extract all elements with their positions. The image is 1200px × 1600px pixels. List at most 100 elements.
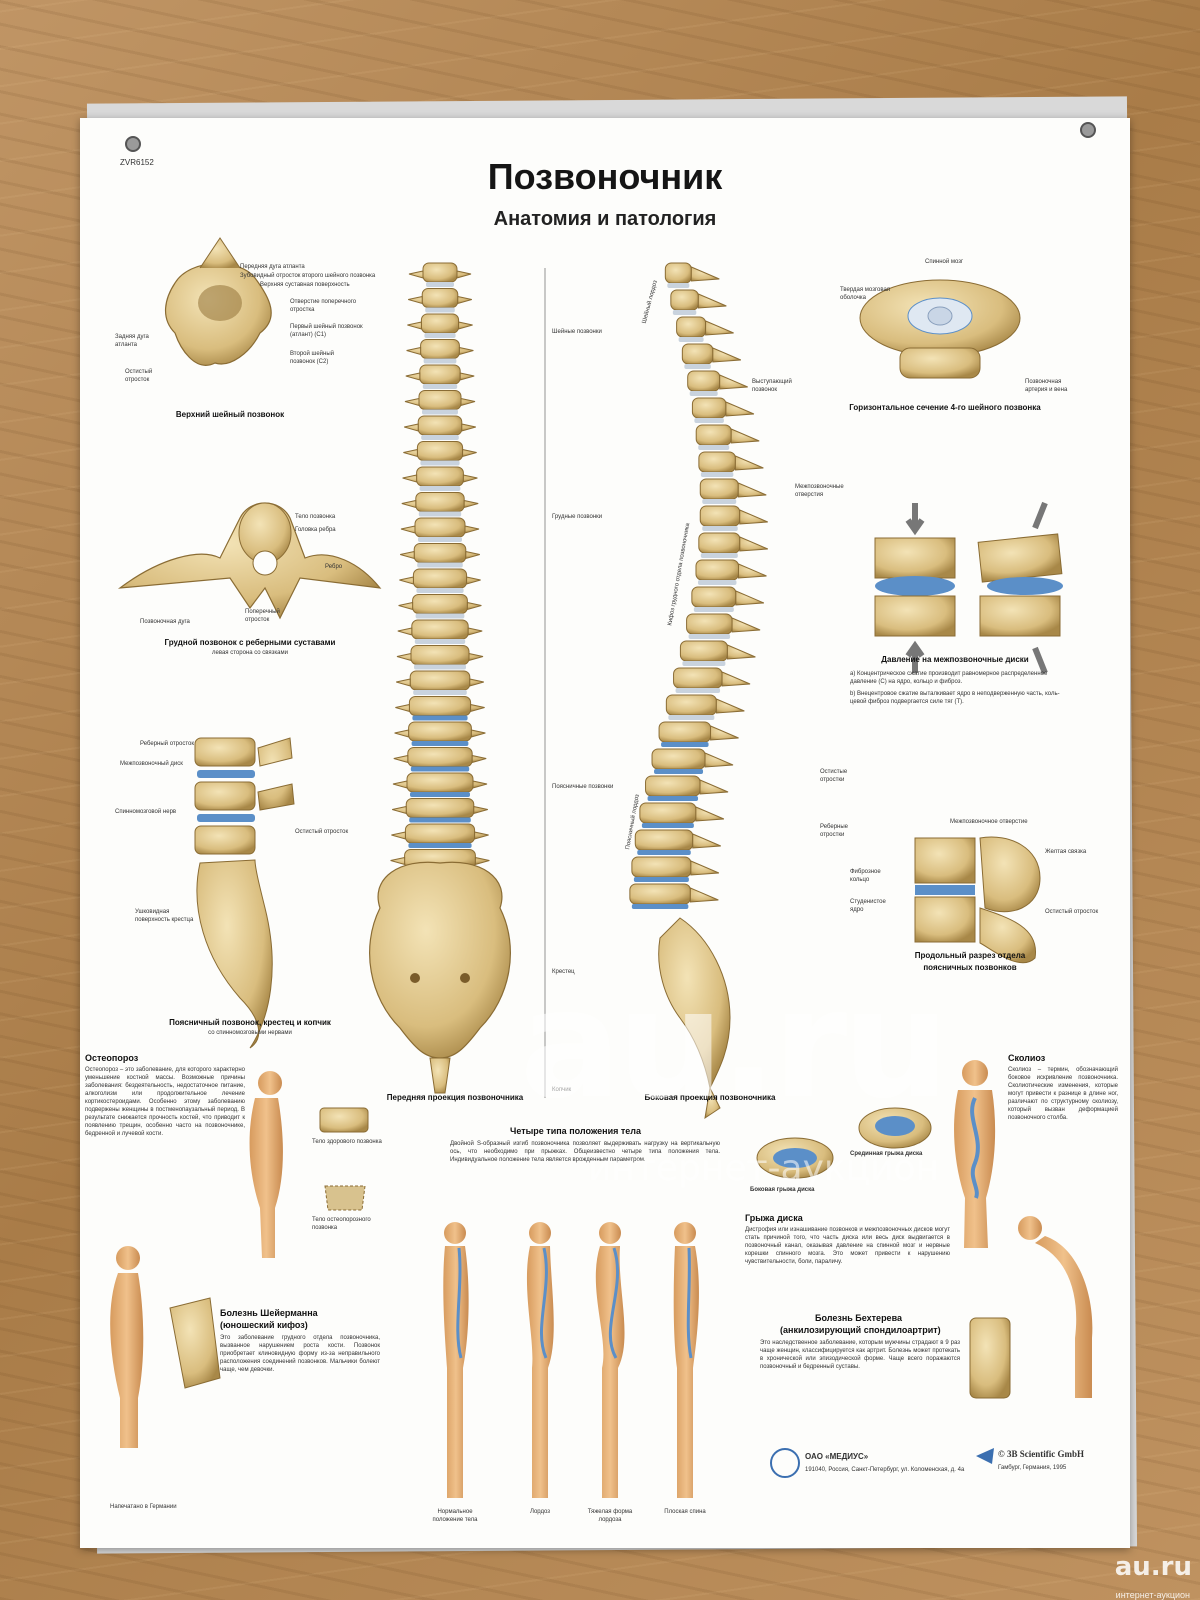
posture-spine [456, 1247, 463, 1359]
caption-cervical: Верхний шейный позвонок [175, 410, 285, 419]
front-vertebra [410, 645, 470, 665]
side-vertebra [698, 532, 741, 554]
label-f5: Копчик [552, 1087, 572, 1093]
caption-lumbar-sub: со спинномозговыми нервами [208, 1030, 292, 1036]
front-vertebra [422, 262, 458, 283]
side-disc [684, 364, 711, 369]
hernia-text: Дистрофия или изнашивание позвонков и ме… [745, 1227, 950, 1265]
label-d3: Остистый отросток [1045, 909, 1099, 915]
front-process [396, 652, 484, 662]
poster-code: ZVR6152 [120, 158, 154, 167]
label-t5: Позвоночная дуга [140, 619, 190, 625]
label-t2: Головка ребра [295, 527, 336, 533]
posture-spine [686, 1247, 693, 1359]
front-disc [412, 715, 468, 721]
side-disc [675, 688, 721, 693]
caption-side: Боковая проекция позвоночника [644, 1093, 776, 1102]
caption-longitudinal-2: поясничных позвонков [923, 963, 1017, 972]
front-disc [420, 460, 460, 466]
label-c3: Верхняя суставная поверхность [260, 282, 350, 288]
scheuermann-title-1: Болезнь Шейерманна [220, 1308, 318, 1318]
side-disc [688, 634, 731, 639]
front-process [392, 805, 488, 815]
side-disc [689, 391, 718, 396]
caption-longitudinal-1: Продольный разрез отдела [914, 951, 1026, 960]
side-process [690, 266, 720, 282]
cervical-section [859, 279, 1021, 379]
posture-figures [443, 1222, 699, 1498]
front-process [404, 397, 476, 407]
posture-body [595, 1246, 625, 1498]
front-process [398, 601, 482, 611]
label-l1: Реберный отросток [140, 741, 194, 747]
front-process [395, 703, 485, 713]
side-vertebra [686, 613, 733, 635]
front-disc [414, 664, 466, 670]
side-disc [631, 904, 689, 909]
osteoporosis-title: Остеопороз [85, 1053, 139, 1063]
side-disc [637, 850, 691, 855]
osteo-vertebra-label: Тело остеопорозного позвонка [312, 1217, 371, 1231]
label-l2: Межпозвоночный диск [120, 761, 183, 767]
side-process [730, 428, 760, 444]
hernia-title: Грыжа диска [745, 1213, 803, 1223]
poster-title: Позвоночник [487, 156, 723, 197]
side-process [719, 374, 748, 390]
label-t3: Ребро [325, 564, 343, 570]
front-disc [418, 537, 462, 542]
label-s6: Остистые отростки [820, 769, 848, 783]
side-disc [678, 337, 704, 342]
label-l4: Остистый отросток [295, 829, 349, 835]
front-vertebra [412, 594, 468, 614]
side-process [725, 401, 755, 417]
side-disc [693, 607, 734, 612]
front-process [393, 754, 487, 764]
front-disc [421, 435, 459, 440]
bechterew-title-1: Болезнь Бехтерева [815, 1313, 902, 1323]
label-c7: Задняя дуга атланта [115, 334, 149, 348]
label-l3: Спинномозговой нерв [115, 809, 177, 815]
side-disc [667, 283, 690, 288]
side-vertebra [665, 694, 717, 716]
side-process [704, 752, 734, 768]
side-process [689, 887, 719, 903]
front-disc [422, 409, 458, 415]
side-vertebra [699, 505, 741, 527]
front-vertebra [404, 823, 476, 844]
front-process [396, 678, 484, 687]
front-vertebra [420, 313, 460, 334]
front-disc [425, 307, 455, 313]
front-vertebra [407, 747, 473, 767]
side-process [737, 482, 767, 498]
side-disc [698, 445, 730, 450]
side-process [726, 644, 756, 660]
posture-head [529, 1222, 551, 1244]
side-disc [694, 418, 724, 423]
publisher-name: ОАО «МЕДИУС» [805, 1452, 869, 1461]
osteoporosis-figure [249, 1071, 369, 1258]
side-vertebra [673, 667, 723, 689]
side-vertebra [691, 586, 737, 608]
posture-body [526, 1246, 554, 1498]
side-vertebra [699, 478, 739, 500]
side-disc [647, 796, 699, 801]
front-disc [416, 588, 464, 593]
publisher-logo-icon [770, 1448, 994, 1478]
bechterew-figure [969, 1216, 1093, 1399]
grommet-left-icon [125, 136, 141, 152]
front-process [401, 499, 479, 509]
side-vertebra [658, 721, 712, 743]
side-disc [702, 499, 737, 504]
front-disc [414, 639, 466, 644]
front-process [403, 448, 477, 458]
publisher-address: 191040, Россия, Санкт-Петербург, ул. Кол… [805, 1467, 965, 1473]
front-vertebra [412, 568, 468, 589]
side-vertebra [691, 397, 727, 419]
label-f4: Крестец [552, 969, 575, 975]
label-d2: Желтая связка [1045, 849, 1087, 855]
poster-subtitle: Анатомия и патология [493, 208, 717, 230]
front-disc [426, 282, 454, 287]
label-d5: Студенистое ядро [850, 899, 886, 913]
posture-head [674, 1222, 696, 1244]
osteoporosis-text: Остеопороз – это заболевание, для которо… [85, 1067, 245, 1137]
